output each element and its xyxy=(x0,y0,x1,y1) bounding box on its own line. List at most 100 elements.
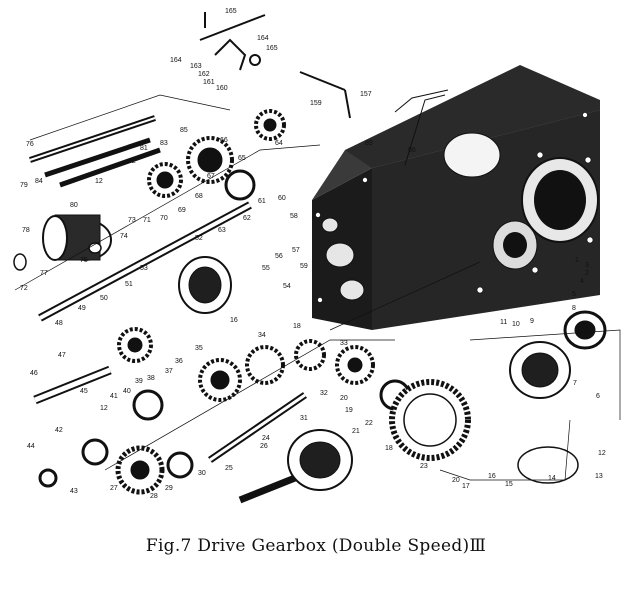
callout-47: 47 xyxy=(58,352,66,359)
callout-162: 164 xyxy=(170,57,182,64)
callout-53: 53 xyxy=(140,265,148,272)
callout-33: 33 xyxy=(340,340,348,347)
callout-3: 3 xyxy=(585,262,589,269)
callout-68: 68 xyxy=(195,193,203,200)
callout-34: 34 xyxy=(258,332,266,339)
callout-4: 4 xyxy=(580,278,584,285)
callout-48: 48 xyxy=(55,320,63,327)
exploded-view-drawing: 165 164 165 164 163 162 161 160 159 157 … xyxy=(13,8,621,504)
callout-39: 39 xyxy=(135,378,143,385)
callout-12c: 12 xyxy=(598,450,606,457)
callout-72: 72 xyxy=(20,285,28,292)
callout-81: 81 xyxy=(140,145,148,152)
gearbox-housing xyxy=(312,65,600,330)
callout-14: 14 xyxy=(548,475,556,482)
callout-159: 161 xyxy=(203,79,215,86)
callout-67: 67 xyxy=(207,173,215,180)
callout-29: 29 xyxy=(165,485,173,492)
hubs-and-bearings xyxy=(13,214,607,491)
callout-70: 70 xyxy=(160,215,168,222)
callout-77: 77 xyxy=(40,270,48,277)
callout-40: 40 xyxy=(123,388,131,395)
callout-46: 46 xyxy=(30,370,38,377)
callout-75: 75 xyxy=(80,257,88,264)
callout-44: 44 xyxy=(27,443,35,450)
callout-78: 78 xyxy=(22,227,30,234)
callout-165: 165 xyxy=(266,45,278,52)
callout-61: 61 xyxy=(258,198,266,205)
callout-12: 12 xyxy=(95,178,103,185)
callout-56: 56 xyxy=(275,253,283,260)
figure-caption: Fig.7 Drive Gearbox (Double Speed)Ⅲ xyxy=(145,536,487,556)
callout-45: 45 xyxy=(80,388,88,395)
callout-80: 80 xyxy=(70,202,78,209)
callout-19: 19 xyxy=(345,407,353,414)
callout-31: 31 xyxy=(300,415,308,422)
callout-84: 84 xyxy=(35,178,43,185)
callout-43: 43 xyxy=(70,488,78,495)
callout-18b: 18 xyxy=(385,445,393,452)
callout-42: 42 xyxy=(55,427,63,434)
callout-54: 54 xyxy=(283,283,291,290)
callout-163: 165 xyxy=(225,8,237,15)
callout-83: 83 xyxy=(160,140,168,147)
callout-79: 79 xyxy=(20,182,28,189)
callout-37: 37 xyxy=(165,368,173,375)
callout-28: 28 xyxy=(150,493,158,500)
callout-157: 159 xyxy=(310,100,322,107)
callout-10: 10 xyxy=(512,321,520,328)
callout-41: 41 xyxy=(110,393,118,400)
callout-86: 86 xyxy=(408,147,416,154)
callout-15: 15 xyxy=(505,481,513,488)
callout-23: 23 xyxy=(420,463,428,470)
callout-87: 89 xyxy=(365,140,373,147)
callout-50: 50 xyxy=(100,295,108,302)
callout-5: 5 xyxy=(572,291,576,298)
callout-73: 73 xyxy=(128,217,136,224)
callout-63: 63 xyxy=(218,227,226,234)
callout-160: 162 xyxy=(198,71,210,78)
callout-158: 160 xyxy=(216,85,228,92)
callout-26: 26 xyxy=(260,443,268,450)
shift-linkage xyxy=(199,12,351,119)
callout-25: 25 xyxy=(225,465,233,472)
callout-36: 36 xyxy=(175,358,183,365)
callout-76: 76 xyxy=(26,141,34,148)
callout-58: 58 xyxy=(290,213,298,220)
callout-16b: 16 xyxy=(488,473,496,480)
callout-65: 65 xyxy=(238,155,246,162)
callout-12b: 12 xyxy=(100,405,108,412)
callout-22: 22 xyxy=(365,420,373,427)
callout-74: 74 xyxy=(120,233,128,240)
callout-27: 27 xyxy=(110,485,118,492)
callout-59: 59 xyxy=(300,263,308,270)
callout-82: 82 xyxy=(128,158,136,165)
callout-164: 164 xyxy=(257,35,269,42)
callout-60: 60 xyxy=(278,195,286,202)
callout-labels: 165 164 165 164 163 162 161 160 159 157 … xyxy=(20,8,606,500)
callout-64: 64 xyxy=(275,140,283,147)
callout-1: 1 xyxy=(575,257,579,264)
gears xyxy=(38,109,471,495)
callout-85: 85 xyxy=(180,127,188,134)
callout-20b: 20 xyxy=(452,477,460,484)
callout-2: 2 xyxy=(585,270,589,277)
callout-9: 9 xyxy=(530,318,534,325)
callout-71: 71 xyxy=(143,217,151,224)
callout-8: 8 xyxy=(572,305,576,312)
callout-52: 52 xyxy=(195,235,203,242)
shafts xyxy=(29,115,307,504)
callout-49: 49 xyxy=(78,305,86,312)
callout-89: 157 xyxy=(360,91,372,98)
callout-57: 57 xyxy=(292,247,300,254)
callout-69: 69 xyxy=(178,207,186,214)
callout-11: 11 xyxy=(500,319,507,326)
callout-55: 55 xyxy=(262,265,270,272)
callout-21: 21 xyxy=(352,428,360,435)
callout-20: 20 xyxy=(340,395,348,402)
callout-66: 66 xyxy=(220,137,228,144)
callout-7: 7 xyxy=(573,380,577,387)
callout-38: 38 xyxy=(147,375,155,382)
callout-18: 18 xyxy=(293,323,301,330)
callout-51: 51 xyxy=(125,281,133,288)
